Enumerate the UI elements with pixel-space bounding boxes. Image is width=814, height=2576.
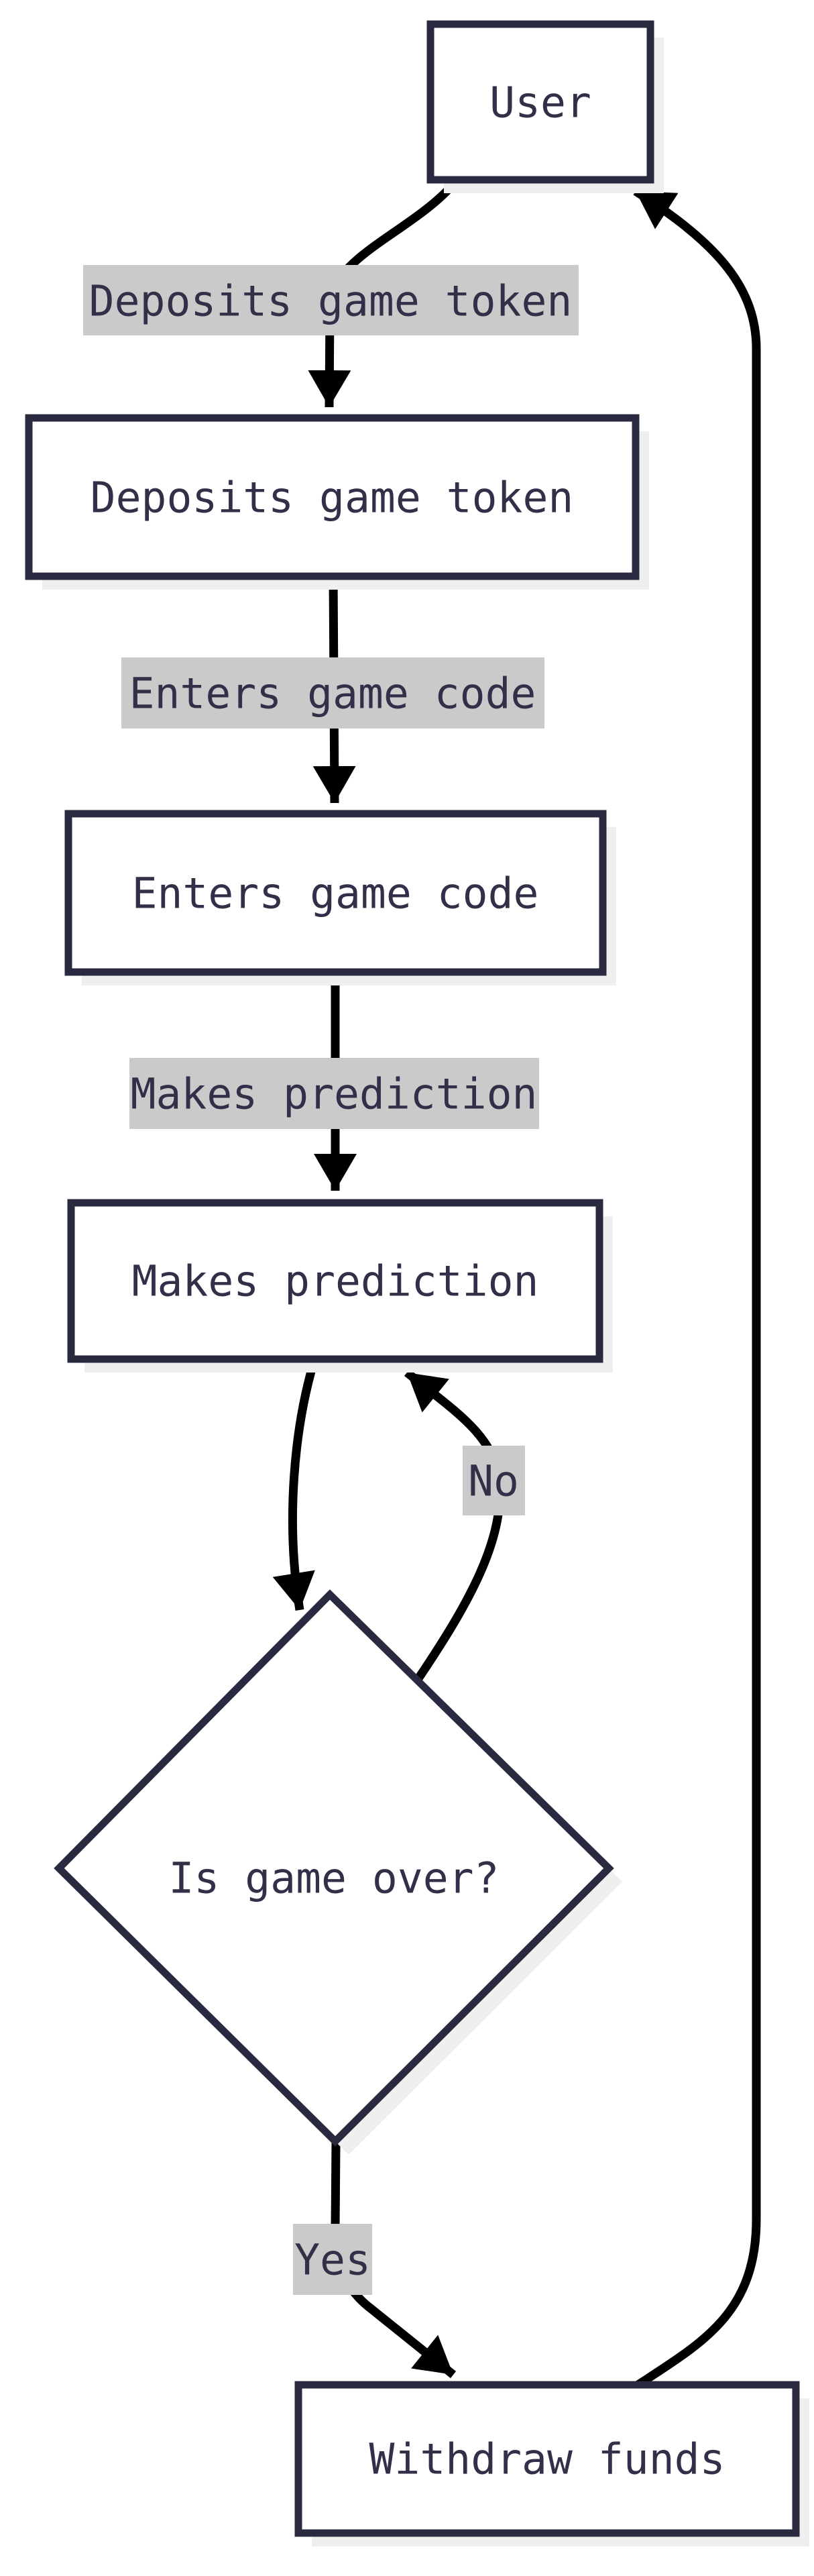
nodes-layer <box>25 20 800 2537</box>
edge-label-yes: Yes <box>294 2236 371 2285</box>
edge-label-bg-enters-game-code <box>121 657 544 729</box>
edge-label-no: No <box>468 1457 519 1506</box>
node-withdraw <box>294 2381 800 2537</box>
node-labels-layer: User Deposits game token Enters game cod… <box>91 78 725 2484</box>
node-gameover-label: Is game over? <box>168 1854 499 1903</box>
node-user-label: User <box>489 78 591 127</box>
edge-label-enters-game-code: Enters game code <box>129 669 536 718</box>
node-user <box>426 20 654 184</box>
edge-withdraw-to-user <box>633 187 761 2390</box>
node-deposit-label: Deposits game token <box>91 474 574 523</box>
edge-label-bg-makes-prediction <box>129 1058 539 1129</box>
node-gameover <box>54 1589 614 2147</box>
edge-predict-to-gameover <box>272 1358 319 1611</box>
edge-label-bg-no <box>463 1446 525 1515</box>
node-deposit <box>25 414 640 580</box>
edge-label-bg-deposits-game-token <box>83 265 579 335</box>
node-predict-label: Makes prediction <box>132 1257 539 1306</box>
node-predict <box>67 1199 603 1363</box>
edge-gameover-to-predict-no <box>404 1368 505 1683</box>
node-code <box>64 810 607 976</box>
edge-label-deposits-game-token: Deposits game token <box>89 277 573 326</box>
node-code-label: Enters game code <box>132 869 539 918</box>
edge-label-makes-prediction: Makes prediction <box>131 1070 538 1119</box>
node-withdraw-label: Withdraw funds <box>369 2435 725 2484</box>
edge-label-bg-yes <box>293 2224 372 2295</box>
edge-labels-layer: Deposits game token Enters game code Mak… <box>83 265 579 2295</box>
